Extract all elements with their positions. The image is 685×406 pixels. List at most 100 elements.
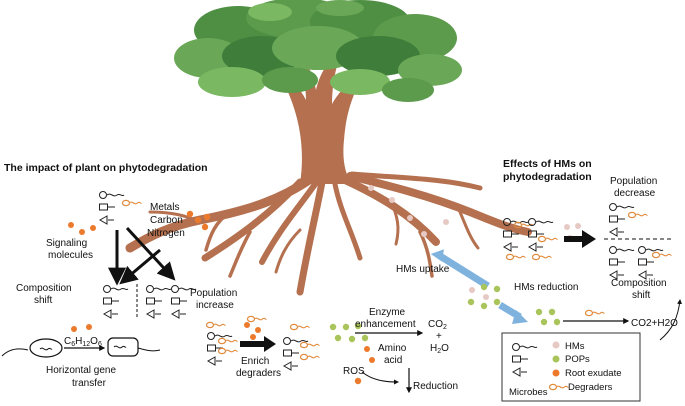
microbe-group-icon: [638, 246, 664, 280]
population-increase-line1: Population: [190, 288, 237, 299]
degrader-icon: [217, 337, 239, 345]
root-exudate-dot: [255, 327, 261, 333]
metals-label: Metals: [150, 202, 179, 213]
legend-pops-dot: [552, 355, 560, 363]
pops-dot: [348, 335, 356, 343]
composition-shift-line2: shift: [34, 295, 53, 306]
enrich-label-line2: degraders: [236, 368, 281, 379]
root-exudate-dot: [186, 210, 194, 218]
tree-canopy: [174, 0, 462, 102]
degrader-icon: [289, 323, 311, 331]
pops-dot: [342, 323, 350, 331]
legend: Microbes HMs POPs Root exudate Degraders: [501, 332, 641, 402]
hms-dot: [564, 224, 570, 230]
root-exudate-dot: [194, 216, 202, 224]
legend-degraders: Degraders: [568, 382, 613, 393]
composition-shift-line1: Composition: [16, 283, 72, 294]
hms-uptake-label: HMs uptake: [396, 264, 450, 275]
legend-hms: HMs: [565, 341, 585, 352]
pops-dot: [354, 322, 362, 330]
right-heading-line2: phytodegradation: [503, 171, 592, 183]
plasmid-donor-icon: [29, 338, 63, 358]
hgt-label-line2: transfer: [72, 378, 107, 389]
root-exudate-dot: [201, 223, 209, 231]
legend-microbes: Microbes: [509, 387, 548, 398]
microbe-group-icon: [99, 191, 125, 225]
hms-uptake-arrow: [438, 253, 490, 289]
microbe-group-icon: [146, 285, 172, 319]
pops-dot: [553, 318, 561, 326]
pops-dot: [535, 308, 543, 316]
root-exudate-dot: [203, 213, 211, 221]
amino-label-line1: Amino: [378, 343, 407, 354]
nitrogen-label: Nitrogen: [147, 228, 185, 239]
hms-dot: [469, 287, 475, 293]
h2o-label: H2O: [430, 343, 449, 355]
pops-dot: [540, 318, 548, 326]
hms-dot: [389, 197, 395, 203]
hms-dot: [575, 223, 581, 229]
root-exudate-dot: [364, 346, 370, 352]
pops-dot: [493, 298, 501, 306]
degrader-icon: [121, 199, 143, 207]
pops-dot: [493, 285, 501, 293]
enzyme-label-line2: enhancement: [355, 319, 416, 330]
degrader-icon: [537, 235, 559, 243]
enzyme-label-line1: Enzyme: [369, 307, 406, 318]
root-exudate-dot: [86, 324, 92, 330]
root-exudate-dot: [71, 326, 77, 332]
legend-box: [501, 332, 641, 402]
tree-illustration: [125, 0, 532, 296]
pops-dot: [480, 283, 488, 291]
degrader-icon: [246, 315, 268, 323]
ros-label: ROS: [343, 366, 365, 377]
root-exudate-dot: [250, 334, 256, 340]
hms-dot: [443, 219, 449, 225]
arrow-signal-merge: [119, 248, 161, 285]
microbe-group-icon: [609, 203, 635, 237]
glucose-formula: C6H12O6: [64, 336, 102, 348]
legend-root-exudate: Root exudate: [565, 368, 622, 379]
degrader-icon: [217, 347, 239, 355]
pops-dot: [480, 302, 488, 310]
ros-arrow: [361, 371, 399, 385]
degrader-icon: [299, 353, 321, 361]
pops-dot: [329, 323, 337, 331]
composition-shift-right-line1: Composition: [611, 278, 667, 289]
right-heading-line1: Effects of HMs on: [503, 158, 592, 170]
root-exudate-dot: [244, 322, 250, 328]
microbe-group-icon: [103, 285, 129, 319]
degrader-icon: [651, 251, 673, 259]
curve-arrow: [659, 299, 683, 341]
legend-pops: POPs: [565, 354, 590, 365]
microbe-group-icon: [609, 246, 635, 280]
hms-reduction-label: HMs reduction: [514, 282, 578, 293]
microbe-group-icon: [528, 218, 554, 252]
arrow-population: [125, 226, 176, 281]
plus-label: +: [436, 331, 442, 342]
root-exudate-dot: [354, 377, 362, 385]
hms-dot: [407, 215, 413, 221]
hms-effect-arrow: [564, 230, 596, 248]
root-exudate-dot: [369, 357, 375, 363]
pops-dot: [361, 334, 369, 342]
population-decrease-line1: Population: [610, 176, 657, 187]
left-heading: The impact of plant on phytodegradation: [4, 162, 208, 174]
degrader-icon: [531, 253, 553, 261]
root-exudate-dot: [79, 229, 85, 235]
root-exudate-dot: [90, 225, 96, 231]
signaling-label-line1: Signaling: [46, 238, 87, 249]
carbon-label: Carbon: [150, 215, 183, 226]
population-decrease-line2: decrease: [614, 188, 656, 199]
co2-h2o-label: CO2+H2O: [631, 318, 678, 329]
pops-dot: [467, 298, 475, 306]
co2-label: CO2: [428, 319, 447, 331]
enrich-arrow: [240, 336, 276, 352]
legend-hms-dot: [552, 341, 560, 349]
pops-dot: [334, 334, 342, 342]
signaling-label-line2: molecules: [48, 250, 93, 261]
plasmid-recipient-icon: [107, 337, 139, 357]
hgt-label-line1: Horizontal gene: [46, 365, 116, 376]
population-increase-line2: increase: [196, 300, 234, 311]
